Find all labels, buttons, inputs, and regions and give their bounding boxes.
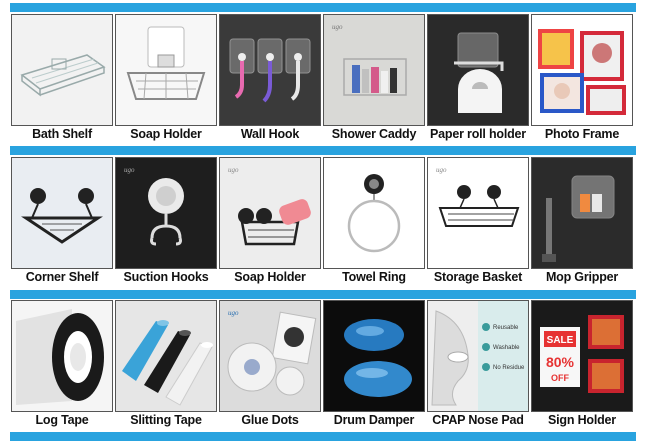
product-image bbox=[531, 14, 633, 126]
product-label: Drum Damper bbox=[333, 413, 415, 427]
product-image bbox=[11, 300, 113, 412]
product-image bbox=[115, 14, 217, 126]
product-card[interactable]: Wall Hook bbox=[219, 14, 321, 154]
product-label: Soap Holder bbox=[130, 127, 202, 141]
product-card[interactable]: Bath Shelf bbox=[11, 14, 113, 154]
product-card[interactable]: ugo Storage Basket bbox=[427, 157, 529, 297]
product-image: SALE 80% OFF bbox=[531, 300, 633, 412]
product-row-2: Corner Shelf ugo Suction Hooks ugo bbox=[11, 157, 635, 297]
product-image: Reusable Washable No Residue bbox=[427, 300, 529, 412]
product-label: Towel Ring bbox=[342, 270, 406, 284]
product-label: Suction Hooks bbox=[123, 270, 209, 284]
product-label: Corner Shelf bbox=[25, 270, 99, 284]
product-image bbox=[427, 14, 529, 126]
product-card[interactable]: Corner Shelf bbox=[11, 157, 113, 297]
product-row-1: Bath Shelf Soap Holder bbox=[11, 14, 635, 154]
product-image bbox=[11, 14, 113, 126]
product-image bbox=[323, 157, 425, 269]
bottom-band bbox=[10, 432, 636, 441]
product-image bbox=[323, 300, 425, 412]
product-image bbox=[115, 300, 217, 412]
brand-text: ugo bbox=[332, 23, 343, 31]
product-label: Shower Caddy bbox=[331, 127, 417, 141]
product-card[interactable]: Reusable Washable No Residue CPAP Nose P… bbox=[427, 300, 529, 440]
product-card[interactable]: SALE 80% OFF Sign Holder bbox=[531, 300, 633, 440]
product-label: CPAP Nose Pad bbox=[432, 413, 524, 427]
product-image bbox=[531, 157, 633, 269]
product-card[interactable]: ugo Suction Hooks bbox=[115, 157, 217, 297]
product-image: ugo bbox=[115, 157, 217, 269]
product-label: Mop Gripper bbox=[545, 270, 619, 284]
product-label: Soap Holder bbox=[234, 270, 306, 284]
cpap-feature-1: Reusable bbox=[493, 325, 519, 331]
cpap-feature-2: Washable bbox=[493, 345, 520, 351]
product-image: ugo bbox=[219, 300, 321, 412]
product-image: ugo bbox=[219, 157, 321, 269]
product-image: ugo bbox=[323, 14, 425, 126]
product-label: Log Tape bbox=[35, 413, 89, 427]
sign-sale-text: SALE bbox=[547, 335, 574, 346]
product-image: ugo bbox=[427, 157, 529, 269]
divider-band-2 bbox=[10, 290, 636, 299]
product-image bbox=[219, 14, 321, 126]
product-card[interactable]: Slitting Tape bbox=[115, 300, 217, 440]
product-card[interactable]: Paper roll holder bbox=[427, 14, 529, 154]
product-card[interactable]: ugo Shower Caddy bbox=[323, 14, 425, 154]
product-card[interactable]: Log Tape bbox=[11, 300, 113, 440]
cpap-feature-3: No Residue bbox=[493, 365, 525, 371]
product-card[interactable]: ugo Soap Holder bbox=[219, 157, 321, 297]
product-label: Paper roll holder bbox=[430, 127, 526, 141]
brand-text: ugo bbox=[436, 166, 447, 174]
brand-text: ugo bbox=[228, 309, 239, 317]
product-card[interactable]: Drum Damper bbox=[323, 300, 425, 440]
sign-discount-text: 80% bbox=[546, 354, 575, 370]
product-row-3: Log Tape Slitting Tape ugo bbox=[11, 300, 635, 440]
product-card[interactable]: Photo Frame bbox=[531, 14, 633, 154]
brand-text: ugo bbox=[124, 166, 135, 174]
brand-text: ugo bbox=[228, 166, 239, 174]
product-label: Bath Shelf bbox=[32, 127, 92, 141]
product-label: Glue Dots bbox=[241, 413, 299, 427]
product-label: Wall Hook bbox=[240, 127, 300, 141]
product-label: Photo Frame bbox=[544, 127, 620, 141]
divider-band-1 bbox=[10, 146, 636, 155]
top-band bbox=[10, 3, 636, 12]
product-label: Slitting Tape bbox=[130, 413, 202, 427]
product-card[interactable]: ugo Glue Dots bbox=[219, 300, 321, 440]
sign-off-text: OFF bbox=[551, 373, 569, 383]
product-label: Storage Basket bbox=[433, 270, 523, 284]
product-label: Sign Holder bbox=[548, 413, 616, 427]
product-card[interactable]: Mop Gripper bbox=[531, 157, 633, 297]
product-card[interactable]: Soap Holder bbox=[115, 14, 217, 154]
product-card[interactable]: Towel Ring bbox=[323, 157, 425, 297]
product-image bbox=[11, 157, 113, 269]
